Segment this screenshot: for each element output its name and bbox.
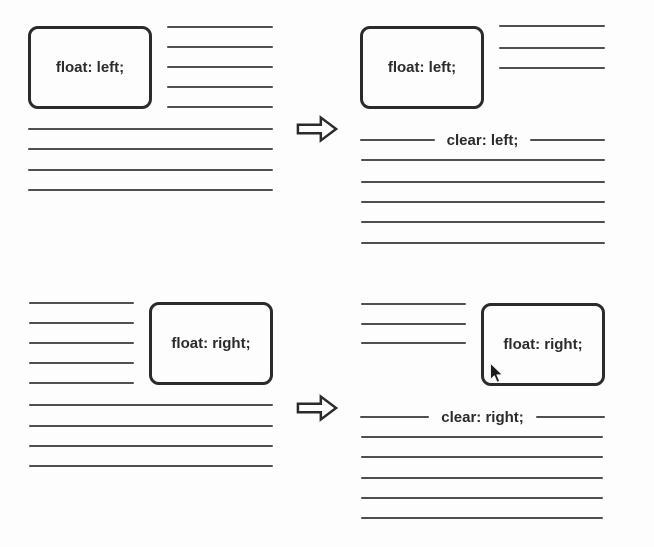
float-right-box-label: float: right; xyxy=(503,336,583,353)
text-line xyxy=(361,242,605,244)
float-right-box: float: right; xyxy=(481,303,605,386)
text-line xyxy=(28,189,273,191)
text-line xyxy=(361,181,605,183)
clear-right-label: clear: right; xyxy=(441,408,524,426)
text-line xyxy=(167,106,273,108)
text-line xyxy=(530,139,606,141)
mouse-pointer-icon xyxy=(489,362,504,383)
text-line xyxy=(535,416,606,418)
text-line xyxy=(29,362,134,364)
clear-left-row: clear: left; xyxy=(360,131,606,149)
text-line xyxy=(361,517,603,519)
text-line xyxy=(167,26,273,28)
text-line xyxy=(29,465,273,467)
text-line xyxy=(360,139,435,141)
right-arrow-icon xyxy=(296,394,338,422)
float-left-box: float: left; xyxy=(360,26,484,109)
text-line xyxy=(29,302,134,304)
text-line xyxy=(29,342,134,344)
float-left-box-label: float: left; xyxy=(387,59,457,76)
text-line xyxy=(361,456,603,458)
text-line xyxy=(29,425,273,427)
right-arrow-icon xyxy=(296,115,338,143)
text-line xyxy=(29,445,273,447)
text-line xyxy=(29,404,273,406)
clear-left-label: clear: left; xyxy=(446,131,519,149)
clear-right-row: clear: right; xyxy=(360,408,606,426)
text-line xyxy=(167,66,273,68)
text-line xyxy=(28,169,273,171)
text-line xyxy=(28,148,273,150)
float-left-box: float: left; xyxy=(28,26,152,109)
text-line xyxy=(361,477,603,479)
text-line xyxy=(499,67,605,69)
text-line xyxy=(29,322,134,324)
text-line xyxy=(167,86,273,88)
text-line xyxy=(29,382,134,384)
text-line xyxy=(499,25,605,27)
text-line xyxy=(499,47,605,49)
text-line xyxy=(361,201,605,203)
text-line xyxy=(361,342,466,344)
text-line xyxy=(361,323,466,325)
float-right-box-label: float: right; xyxy=(171,335,251,352)
text-line xyxy=(361,221,605,223)
text-line xyxy=(361,303,466,305)
float-right-box: float: right; xyxy=(149,302,273,385)
text-line xyxy=(361,497,603,499)
text-line xyxy=(360,416,430,418)
text-line xyxy=(361,436,603,438)
text-line xyxy=(28,128,273,130)
text-line xyxy=(167,46,273,48)
float-left-box-label: float: left; xyxy=(55,59,125,76)
text-line xyxy=(361,159,605,161)
